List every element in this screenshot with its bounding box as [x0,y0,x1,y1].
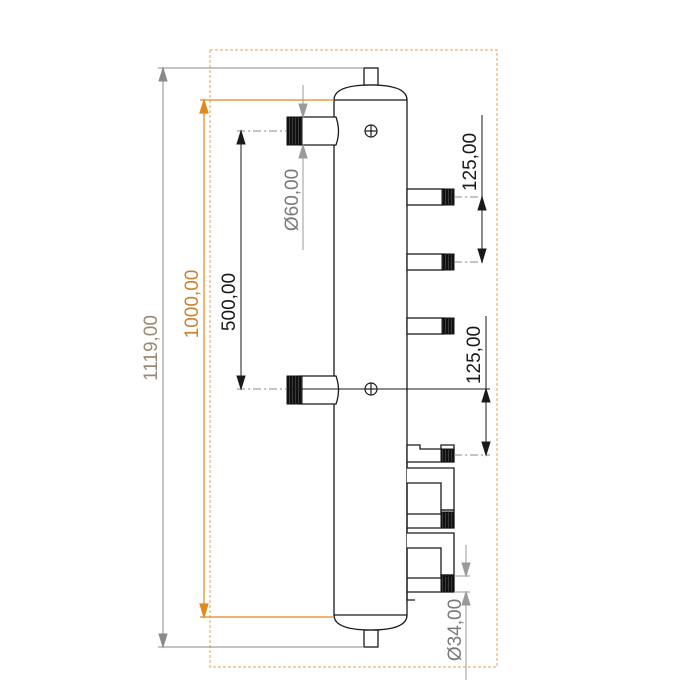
outlet-pipe-6 [406,548,455,601]
primary-inlet-bottom [286,375,340,405]
outlet-pipe-2 [406,253,455,271]
dimension-outlet-spacing-mid [454,316,491,457]
bounding-box [209,49,498,668]
sensor-port-top [364,124,378,138]
label-primary-spacing: 500,00 [219,273,240,331]
dimension-primary-spacing [236,129,287,391]
outlet-pipe-1 [406,188,455,206]
label-primary-diameter: Ø60,00 [282,169,303,231]
dimension-outlet-diameter [454,545,471,680]
label-outlet-diameter: Ø34,00 [445,599,466,661]
primary-inlet-top [286,116,340,146]
dimension-overall-height [158,66,364,649]
outlet-pipe-4 [406,444,455,511]
outlet-pipe-3 [406,317,455,335]
label-outlet-spacing-top: 125,00 [460,133,481,191]
label-overall-height: 1119,00 [141,315,162,381]
label-connection-span: 1000,00 [182,270,203,339]
dimension-primary-diameter [298,85,308,250]
label-outlet-spacing-mid: 125,00 [464,326,485,384]
separator-body [333,67,408,648]
dimension-outlet-spacing-top [454,115,487,264]
dimension-connection-span [199,97,334,620]
